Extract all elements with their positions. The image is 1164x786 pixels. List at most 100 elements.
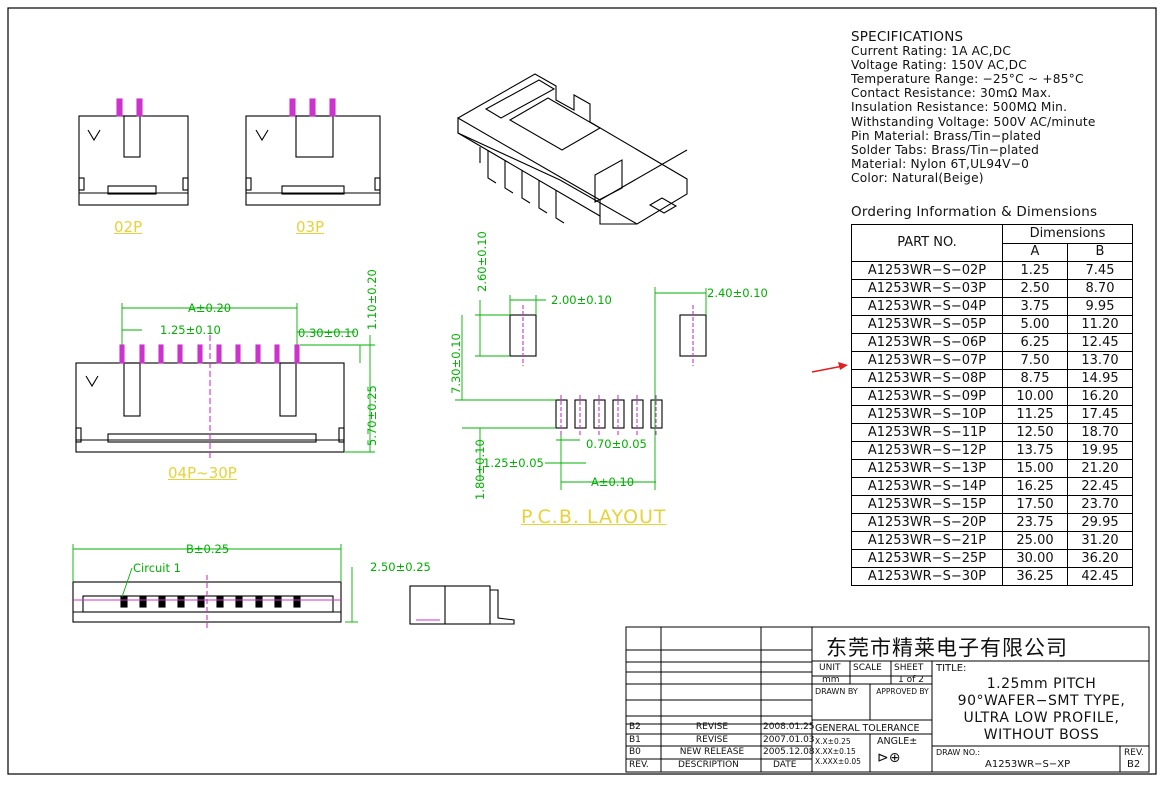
- hdr-rev: REV.: [629, 760, 649, 770]
- part-number-cell: A1253WR−S−02P: [851, 261, 1003, 280]
- approved-by: APPROVED BY: [876, 687, 929, 696]
- dim-a-cell: 17.50: [1002, 495, 1068, 514]
- revision-date: 2008.01.25: [763, 722, 815, 732]
- dim-a-cell: 25.00: [1002, 531, 1068, 550]
- dim-a-cell: 2.50: [1002, 279, 1068, 298]
- spec-line: Voltage Rating: 150V AC,DC: [851, 58, 1027, 73]
- dims-04p-30p: [121, 303, 375, 453]
- pcb-dims: [455, 287, 707, 490]
- draw-no-label: DRAW NO.:: [936, 748, 981, 757]
- dim-a-cell: 15.00: [1002, 459, 1068, 478]
- dim-a-cell: 1.25: [1002, 261, 1068, 280]
- part-number-cell: A1253WR−S−07P: [851, 351, 1003, 370]
- scale-label: SCALE: [853, 663, 882, 673]
- dim-b-cell: 13.70: [1067, 351, 1133, 370]
- dim-b-cell: 11.20: [1067, 315, 1133, 334]
- dim-a-cell: 30.00: [1002, 549, 1068, 568]
- title-line: ULTRA LOW PROFILE,: [963, 710, 1120, 726]
- rev-label: REV.: [1124, 748, 1144, 758]
- label-04p-30p: 04P~30P: [168, 464, 237, 482]
- part-number-cell: A1253WR−S−08P: [851, 369, 1003, 388]
- label-02p: 02P: [114, 218, 143, 236]
- dim-b-cell: 31.20: [1067, 531, 1133, 550]
- part-number-cell: A1253WR−S−14P: [851, 477, 1003, 496]
- dim-a-cell: 5.00: [1002, 315, 1068, 334]
- dim-b-cell: 9.95: [1067, 297, 1133, 316]
- dims-bottom: [72, 544, 358, 623]
- pcb-pads: [509, 305, 707, 435]
- dim-a-cell: 8.75: [1002, 369, 1068, 388]
- revision-code: B1: [629, 735, 641, 745]
- unit-value: mm: [822, 675, 840, 685]
- hdr-date: DATE: [773, 760, 797, 770]
- dim-a-cell: 6.25: [1002, 333, 1068, 352]
- sheet-border: [7, 7, 1157, 775]
- col-a-header: A: [1002, 242, 1068, 262]
- spec-line: Pin Material: Brass/Tin−plated: [851, 128, 1042, 143]
- title-line: 90°WAFER−SMT TYPE,: [957, 693, 1126, 709]
- part-number-cell: A1253WR−S−13P: [851, 459, 1003, 478]
- part-number-cell: A1253WR−S−12P: [851, 441, 1003, 460]
- spec-line: Color: Natural(Beige): [851, 170, 984, 185]
- bottom-view: [72, 575, 342, 630]
- dim-a-cell: 36.25: [1002, 567, 1068, 586]
- dim-a-cell: 12.50: [1002, 423, 1068, 442]
- view-04p-30p: [75, 335, 345, 460]
- part-number-cell: A1253WR−S−03P: [851, 279, 1003, 298]
- part-number-cell: A1253WR−S−09P: [851, 387, 1003, 406]
- draw-no: A1253WR−S−XP: [985, 759, 1071, 770]
- part-number-cell: A1253WR−S−04P: [851, 297, 1003, 316]
- dim-b-cell: 42.45: [1067, 567, 1133, 586]
- title-line: 1.25mm PITCH: [986, 676, 1097, 692]
- part-number-cell: A1253WR−S−30P: [851, 567, 1003, 586]
- ordering-heading: Ordering Information & Dimensions: [851, 204, 1098, 220]
- tol-xxx: X.XXX±0.05: [815, 757, 861, 766]
- spec-line: Material: Nylon 6T,UL94V−0: [851, 156, 1030, 171]
- revision-date: 2005.12.08: [763, 747, 815, 757]
- dim-b-cell: 22.45: [1067, 477, 1133, 496]
- dim-a-cell: 23.75: [1002, 513, 1068, 532]
- col-dims-header: Dimensions: [1002, 224, 1133, 244]
- part-number-cell: A1253WR−S−06P: [851, 333, 1003, 352]
- col-part-header: PART NO.: [851, 224, 1003, 262]
- revision-code: B2: [629, 722, 641, 732]
- dim-b-cell: 36.20: [1067, 549, 1133, 568]
- angle-label: ANGLE±: [877, 736, 918, 747]
- label-03p: 03P: [296, 218, 325, 236]
- spec-heading: SPECIFICATIONS: [851, 29, 964, 45]
- view-03p: [245, 98, 381, 206]
- part-number-cell: A1253WR−S−15P: [851, 495, 1003, 514]
- view-02p: [78, 98, 189, 206]
- sheet-value: 1 of 2: [898, 675, 924, 685]
- dim-a-cell: 16.25: [1002, 477, 1068, 496]
- title-label: TITLE:: [936, 663, 967, 674]
- side-view: [409, 585, 515, 625]
- red-arrow: [811, 362, 848, 373]
- dim-b-cell: 16.20: [1067, 387, 1133, 406]
- hdr-desc: DESCRIPTION: [678, 760, 739, 770]
- isometric-view: [457, 73, 688, 225]
- dim-b-cell: 17.45: [1067, 405, 1133, 424]
- spec-line: Insulation Resistance: 500MΩ Min.: [851, 100, 1068, 115]
- company-name: 东莞市精莱电子有限公司: [826, 636, 1068, 660]
- spec-line: Contact Resistance: 30mΩ Max.: [851, 86, 1052, 101]
- part-number-cell: A1253WR−S−11P: [851, 423, 1003, 442]
- dim-b-cell: 21.20: [1067, 459, 1133, 478]
- dim-b-cell: 18.70: [1067, 423, 1133, 442]
- dim-a-cell: 7.50: [1002, 351, 1068, 370]
